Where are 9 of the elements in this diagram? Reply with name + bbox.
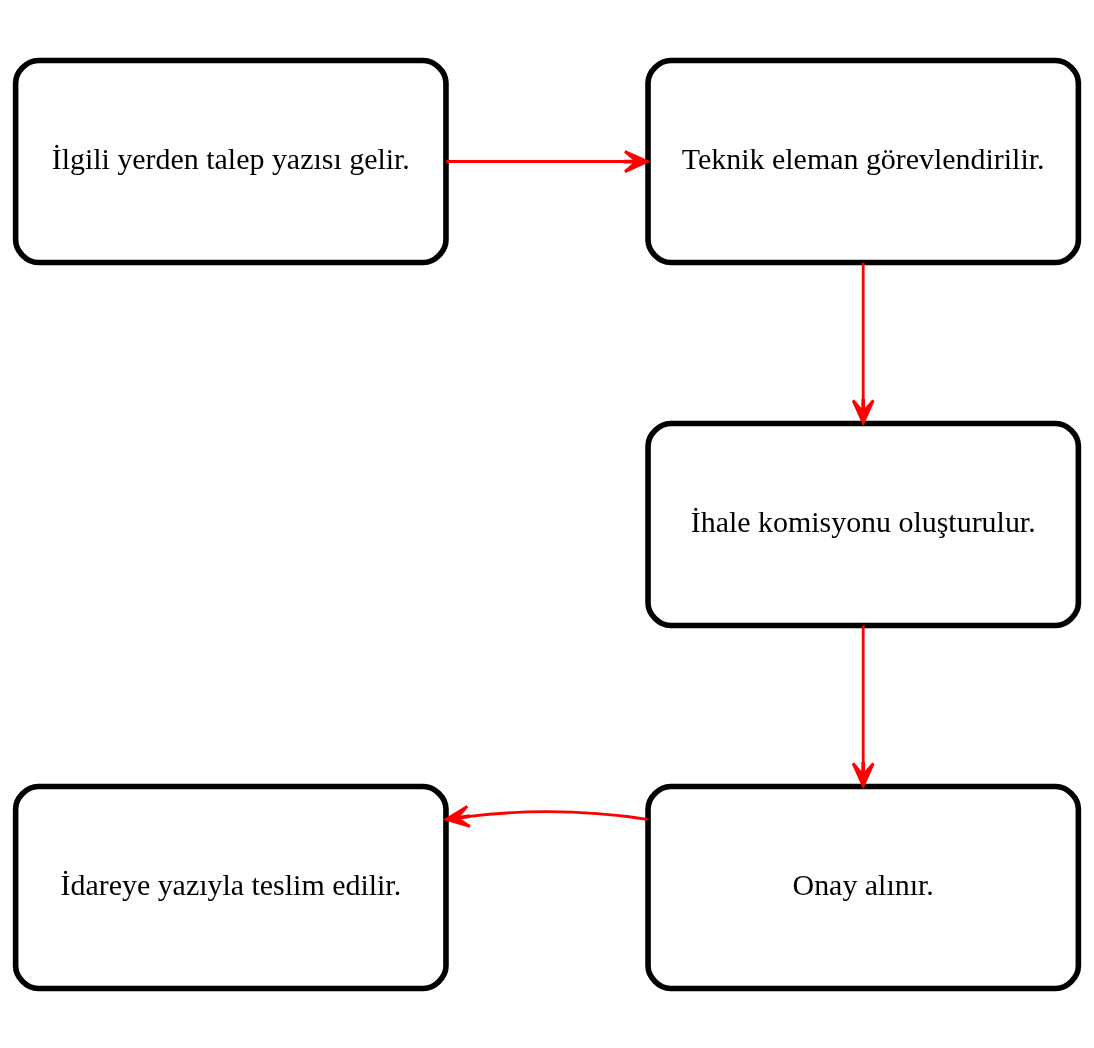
arrow (851, 262, 875, 424)
node-box: Onay alınır. (645, 783, 1082, 991)
node-box: İdareye yazıyla teslim edilir. (12, 783, 449, 991)
arrow (851, 625, 875, 787)
node-box: İhale komisyonu oluşturulur. (645, 420, 1082, 628)
arrow (446, 149, 649, 173)
node-box: Teknik eleman görevlendirilir. (645, 57, 1082, 265)
node-box: İlgili yerden talep yazısı gelir. (12, 57, 449, 265)
arrow (444, 804, 648, 828)
